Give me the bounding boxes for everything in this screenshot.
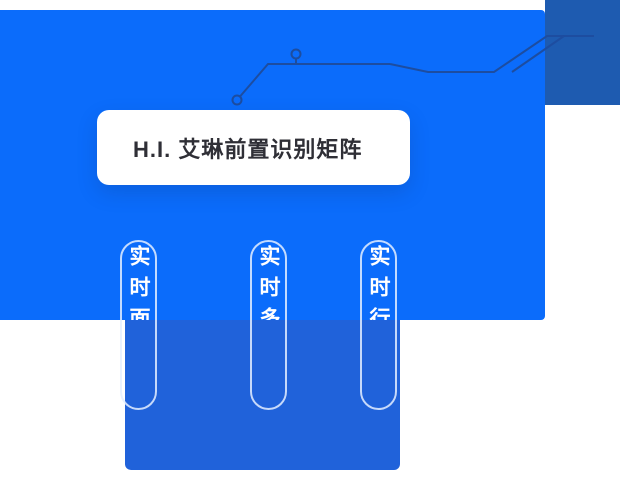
title-card: H.I. 艾琳前置识别矩阵 <box>97 110 410 185</box>
pillar-capsule <box>250 240 287 410</box>
pillar-label: 实时面 <box>127 245 150 320</box>
pillar-label: 实时多 <box>257 245 280 320</box>
navy-accent-block <box>545 0 620 105</box>
pillar-label: 实时行 <box>367 245 390 320</box>
page-title: H.I. 艾琳前置识别矩阵 <box>133 136 363 162</box>
pillar-capsule <box>120 240 157 410</box>
pillar-capsule <box>360 240 397 410</box>
